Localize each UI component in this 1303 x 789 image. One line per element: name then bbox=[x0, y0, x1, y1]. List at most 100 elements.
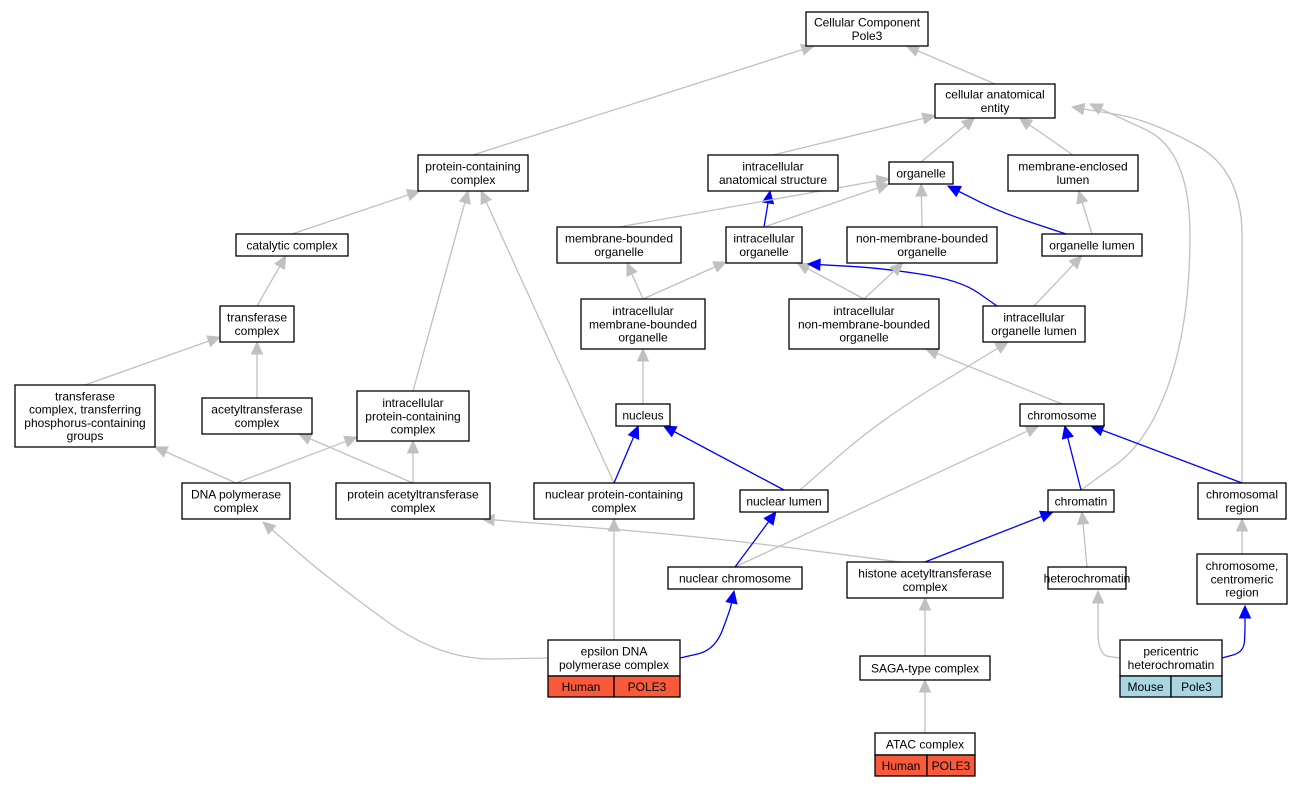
edge-line bbox=[1081, 202, 1093, 235]
edge-line bbox=[734, 521, 770, 568]
edge-het-to-chrt bbox=[1076, 510, 1090, 568]
arrowhead bbox=[405, 189, 421, 201]
edges-layer bbox=[84, 43, 1252, 733]
term-label-line: organelle lumen bbox=[991, 324, 1076, 338]
term-node-nchr[interactable]: nuclear chromosome bbox=[667, 566, 803, 590]
arrowhead bbox=[607, 517, 621, 532]
edge-line bbox=[673, 431, 785, 491]
arrowhead bbox=[636, 347, 650, 362]
term-label-line: intracellular bbox=[1003, 311, 1064, 325]
edge-chreg-to-chr bbox=[1089, 424, 1243, 484]
term-label-line: cellular anatomical bbox=[945, 88, 1044, 102]
term-label-line: complex bbox=[903, 580, 948, 594]
term-node-chr[interactable]: chromosome bbox=[1019, 403, 1105, 427]
term-label-line: histone acetyltransferase bbox=[858, 567, 992, 581]
arrowhead bbox=[406, 439, 420, 454]
term-label-line: chromosome, bbox=[1206, 559, 1279, 573]
edge-line bbox=[493, 519, 901, 563]
term-node-saga[interactable]: SAGA-type complex bbox=[859, 655, 991, 681]
arrowhead bbox=[480, 189, 493, 205]
arrowhead bbox=[274, 254, 287, 270]
term-box bbox=[788, 298, 940, 350]
term-node-nuc[interactable]: nucleus bbox=[615, 403, 671, 427]
term-node-het[interactable]: heterochromatin bbox=[1044, 566, 1131, 590]
term-box bbox=[1047, 566, 1127, 590]
arrowhead bbox=[946, 185, 962, 198]
arrowhead bbox=[725, 589, 738, 605]
term-label-line: complex bbox=[235, 416, 280, 430]
edge-iol-to-io bbox=[806, 258, 998, 307]
arrowhead bbox=[627, 424, 640, 440]
term-node-org[interactable]: organelle bbox=[888, 161, 954, 185]
edge-cae-to-root bbox=[905, 45, 996, 85]
term-label-line: membrane-bounded bbox=[565, 232, 673, 246]
edge-line bbox=[631, 273, 644, 300]
term-label-line: anatomical structure bbox=[719, 173, 827, 187]
arrowhead bbox=[921, 112, 937, 125]
edge-atac-to-saga bbox=[918, 678, 932, 733]
term-label-line: heterochromatin bbox=[1128, 658, 1215, 672]
term-label-line: transferase bbox=[55, 390, 115, 404]
term-box bbox=[859, 655, 991, 681]
edge-line bbox=[1082, 523, 1088, 568]
arrowhead bbox=[1024, 425, 1040, 437]
edge-line bbox=[917, 50, 996, 85]
arrowhead bbox=[924, 347, 940, 360]
term-box bbox=[1041, 233, 1143, 257]
edge-inmbo-to-nmbo bbox=[863, 262, 904, 300]
term-node-inmbo[interactable]: intracellularnon-membrane-boundedorganel… bbox=[788, 298, 940, 350]
arrowhead bbox=[206, 335, 222, 348]
edge-imbo-to-io bbox=[642, 261, 728, 300]
term-node-olum[interactable]: organelle lumen bbox=[1041, 233, 1143, 257]
gene-cell bbox=[613, 675, 681, 698]
term-box bbox=[235, 233, 349, 257]
edge-olum-to-mel bbox=[1076, 189, 1093, 235]
edge-ias-to-cae bbox=[772, 112, 937, 156]
edge-line bbox=[819, 264, 998, 307]
term-label-line: nuclear chromosome bbox=[679, 571, 791, 585]
arrowhead bbox=[761, 189, 775, 205]
term-label-line: organelle bbox=[839, 331, 889, 345]
term-label-line: organelle bbox=[594, 245, 644, 259]
arrowhead bbox=[153, 446, 169, 458]
edge-line bbox=[1067, 437, 1082, 491]
term-label-line: complex, transferring bbox=[29, 403, 141, 417]
arrowhead bbox=[1070, 102, 1086, 116]
term-node-chrt[interactable]: chromatin bbox=[1047, 489, 1115, 513]
term-box bbox=[556, 226, 682, 264]
edge-line bbox=[1033, 264, 1074, 307]
term-node-nl[interactable]: nuclear lumen bbox=[739, 489, 829, 513]
edge-org-to-cae bbox=[920, 117, 976, 163]
edge-eps-to-nchr bbox=[679, 589, 738, 659]
term-node-cat[interactable]: catalytic complex bbox=[235, 233, 349, 257]
edge-iol-to-olum bbox=[1033, 255, 1083, 307]
term-label-line: intracellular bbox=[733, 232, 794, 246]
arrowhead bbox=[1235, 517, 1249, 532]
term-label-line: heterochromatin bbox=[1044, 571, 1131, 585]
term-box bbox=[846, 226, 998, 264]
edge-nchr-to-nl bbox=[734, 511, 777, 568]
